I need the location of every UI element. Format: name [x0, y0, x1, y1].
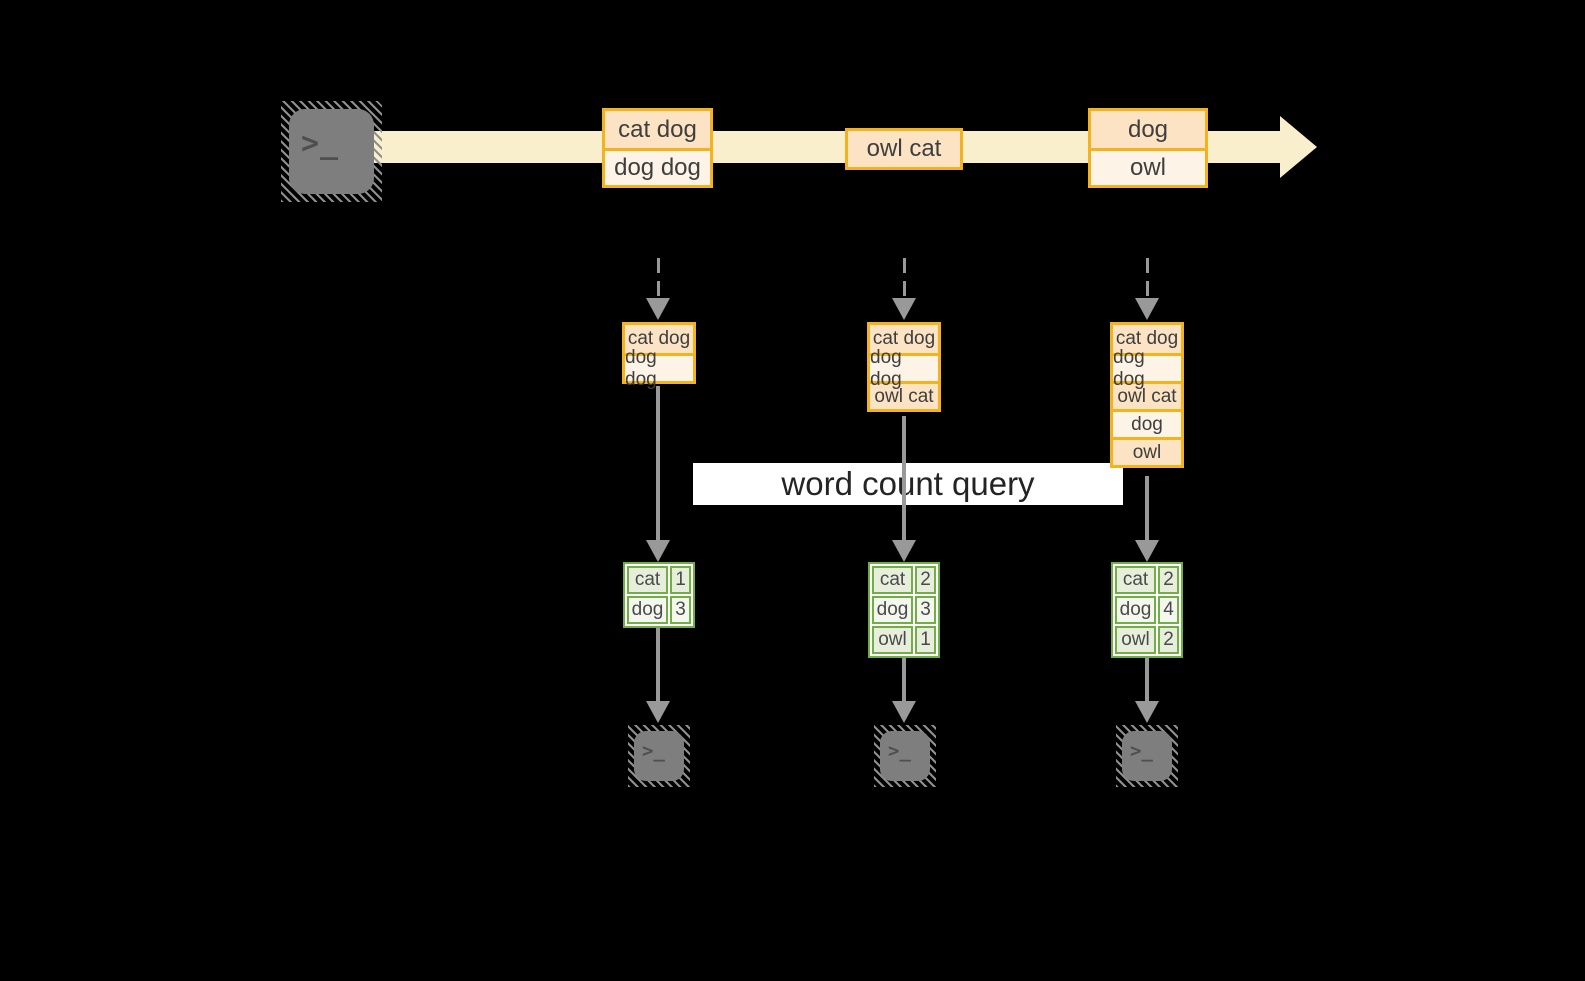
window-to-result-arrow-1: [656, 386, 660, 540]
result-to-sink-arrow-1: [656, 626, 660, 701]
word-count-table-2: cat 2 dog 3 owl 1: [868, 562, 940, 658]
count-cell: 1: [915, 626, 936, 654]
count-cell: 2: [1158, 626, 1179, 654]
word-cell: owl: [872, 626, 913, 654]
record-cell: owl: [1113, 437, 1181, 465]
word-cell: owl: [1115, 626, 1156, 654]
sink-terminal-icon-2: >_: [874, 725, 936, 787]
record-cell: cat dog: [870, 325, 938, 353]
word-count-table-3: cat 2 dog 4 owl 2: [1111, 562, 1183, 658]
record-cell: dog dog: [870, 347, 938, 390]
window-to-result-arrow-3: [1145, 476, 1149, 540]
word-cell: cat: [1115, 566, 1156, 594]
terminal-screen: >_: [880, 731, 930, 781]
terminal-screen: >_: [1122, 731, 1172, 781]
stream-batch-1: cat dog dog dog: [602, 108, 713, 188]
record-cell: dog dog: [605, 148, 710, 185]
table-row: owl 2: [1115, 626, 1179, 654]
query-label: word count query: [693, 463, 1123, 505]
record-cell: cat dog: [625, 325, 693, 353]
terminal-screen: >_: [289, 109, 374, 194]
arrowhead-icon: [1135, 298, 1159, 320]
word-cell: dog: [627, 596, 668, 624]
table-row: owl 1: [872, 626, 936, 654]
table-row: dog 3: [872, 596, 936, 624]
record-cell: dog: [1113, 409, 1181, 437]
word-cell: dog: [1115, 596, 1156, 624]
table-row: cat 1: [627, 566, 691, 594]
arrowhead-icon: [646, 298, 670, 320]
record-cell: cat dog: [605, 111, 710, 148]
batch-to-window-arrow-2: [903, 258, 906, 296]
table-row: cat 2: [1115, 566, 1179, 594]
sink-terminal-icon-1: >_: [628, 725, 690, 787]
word-cell: cat: [627, 566, 668, 594]
record-cell: owl cat: [1113, 381, 1181, 409]
count-cell: 1: [670, 566, 691, 594]
record-cell: owl cat: [870, 381, 938, 409]
arrowhead-icon: [1135, 701, 1159, 723]
sink-terminal-icon-3: >_: [1116, 725, 1178, 787]
terminal-prompt-glyph: >_: [642, 740, 665, 762]
table-row: cat 2: [872, 566, 936, 594]
record-cell: cat dog: [1113, 325, 1181, 353]
stream-arrowhead-icon: [1280, 116, 1317, 178]
count-cell: 2: [1158, 566, 1179, 594]
arrowhead-icon: [646, 540, 670, 562]
record-cell: owl: [1091, 148, 1205, 185]
word-cell: dog: [872, 596, 913, 624]
arrowhead-icon: [646, 701, 670, 723]
record-cell: dog: [1091, 111, 1205, 148]
result-to-sink-arrow-2: [902, 656, 906, 701]
count-cell: 3: [915, 596, 936, 624]
window-records-1: cat dog dog dog: [622, 322, 696, 390]
word-count-table-1: cat 1 dog 3: [623, 562, 695, 628]
arrowhead-icon: [1135, 540, 1159, 562]
batch-to-window-arrow-1: [657, 258, 660, 296]
window-records-2: cat dog dog dog owl cat: [867, 322, 941, 412]
stream-batch-3: dog owl: [1088, 108, 1208, 188]
table-row: dog 4: [1115, 596, 1179, 624]
terminal-prompt-glyph: >_: [888, 740, 911, 762]
word-cell: cat: [872, 566, 913, 594]
arrowhead-icon: [892, 701, 916, 723]
count-cell: 2: [915, 566, 936, 594]
arrowhead-icon: [892, 298, 916, 320]
terminal-prompt-glyph: >_: [301, 126, 340, 161]
result-to-sink-arrow-3: [1145, 656, 1149, 701]
record-cell: dog dog: [1113, 347, 1181, 390]
table-row: dog 3: [627, 596, 691, 624]
record-cell: dog dog: [625, 347, 693, 390]
batch-to-window-arrow-3: [1146, 258, 1149, 296]
window-to-result-arrow-2: [902, 416, 906, 540]
arrowhead-icon: [892, 540, 916, 562]
terminal-prompt-glyph: >_: [1130, 740, 1153, 762]
stream-batch-2: owl cat: [845, 128, 963, 170]
count-cell: 3: [670, 596, 691, 624]
window-records-3: cat dog dog dog owl cat dog owl: [1110, 322, 1184, 468]
record-cell: owl cat: [848, 131, 960, 167]
source-terminal-icon: >_: [281, 101, 382, 202]
count-cell: 4: [1158, 596, 1179, 624]
terminal-screen: >_: [634, 731, 684, 781]
